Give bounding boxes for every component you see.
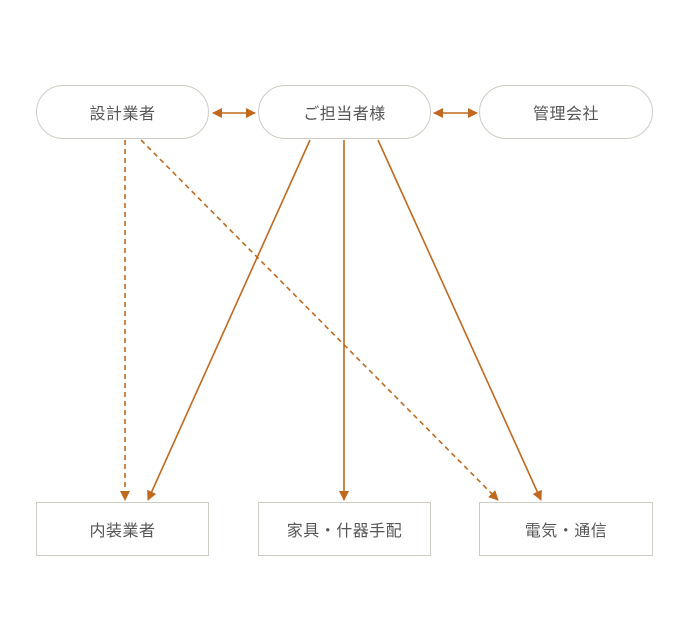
node-interior: 内装業者 xyxy=(36,502,209,556)
node-electrical: 電気・通信 xyxy=(479,502,653,556)
node-management: 管理会社 xyxy=(479,85,653,139)
edge-designer-electrical xyxy=(140,139,499,501)
node-designer: 設計業者 xyxy=(36,85,209,139)
node-furniture: 家具・什器手配 xyxy=(258,502,431,556)
node-client-contact: ご担当者様 xyxy=(258,85,431,139)
edge-client-electrical xyxy=(377,139,542,501)
edge-client-interior xyxy=(147,139,311,501)
